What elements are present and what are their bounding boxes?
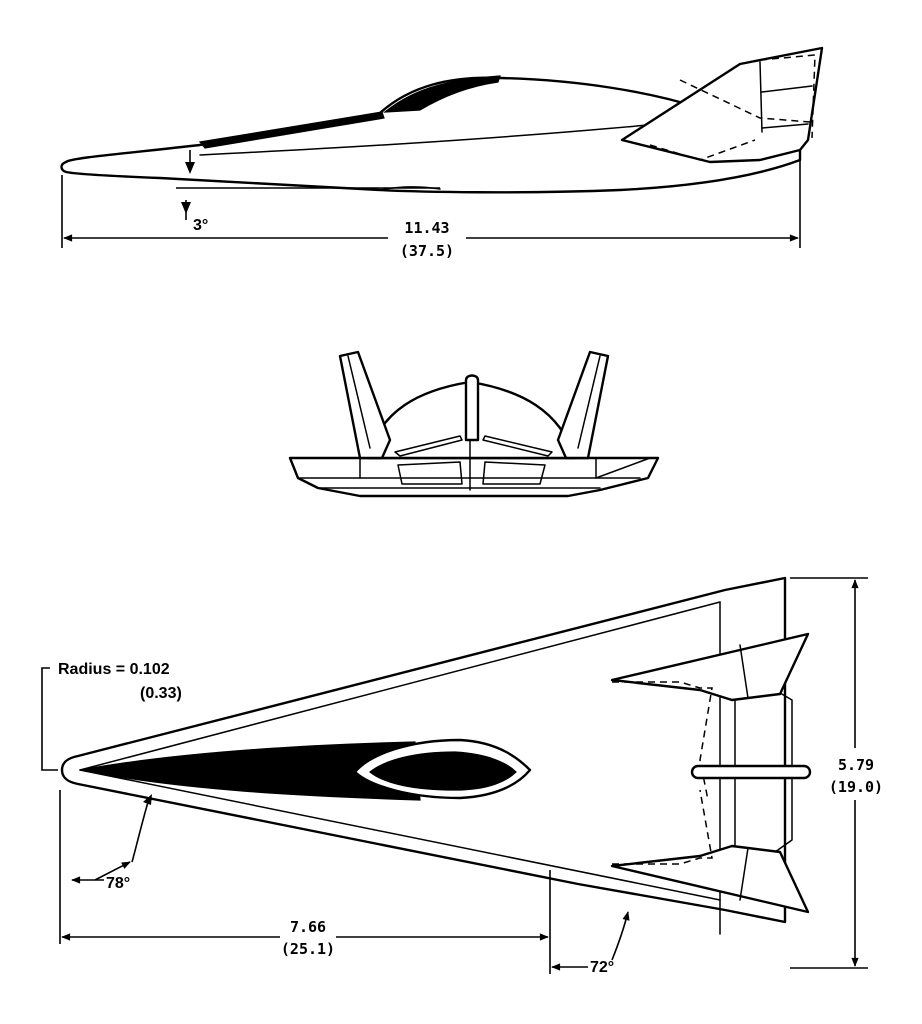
side-canopy (383, 75, 501, 113)
side-length-label: 11.43 (404, 219, 449, 237)
side-tail (620, 46, 824, 164)
sweep-angle-label: 78° (106, 875, 130, 892)
side-chine (198, 111, 385, 149)
radius-label: Radius = 0.102 (58, 661, 170, 678)
plan-view: Radius = 0.102 (0.33) 78° 7.66 (25.1) 72… (41, 576, 883, 976)
plan-center-fin (690, 764, 812, 780)
plan-upper-fin (610, 632, 810, 702)
side-fuselage (60, 76, 802, 194)
front-left-fin (338, 350, 392, 460)
tail-angle-label: 72° (590, 959, 614, 976)
front-right-fin (556, 350, 610, 460)
plan-length-label: 7.66 (290, 918, 326, 936)
side-length-ft-label: (37.5) (400, 242, 454, 260)
span-label: 5.79 (838, 756, 874, 774)
radius-ft-label: (0.33) (140, 685, 182, 702)
front-base (288, 456, 660, 498)
side-view: 3° 11.43 (37.5) (60, 46, 824, 260)
front-view (288, 350, 660, 498)
plan-length-ft-label: (25.1) (281, 940, 335, 958)
side-angle-label: 3° (193, 217, 208, 234)
front-center-fin (464, 374, 480, 442)
plan-lower-fin (610, 844, 810, 914)
plan-canopy-glass (369, 751, 517, 791)
span-ft-label: (19.0) (829, 778, 883, 796)
